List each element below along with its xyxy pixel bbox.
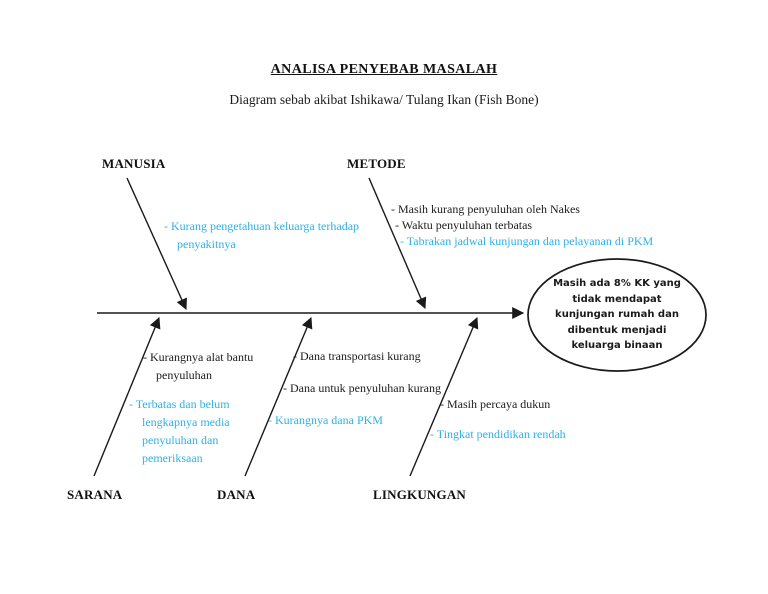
cause-text-line: penyuluhan dan [142,433,219,447]
metode-branch-line [368,177,427,310]
cause-dana-2: - Dana untuk penyuluhan kurang [283,379,441,397]
sarana-branch-line [93,316,161,477]
cause-text-line: penyakitnya [177,237,236,251]
category-label-manusia: MANUSIA [102,156,166,171]
effect-text-line: keluarga binaan [571,340,663,352]
cause-text-line: - Kurangnya alat bantu [143,350,254,364]
cause-metode-2: - Waktu penyuluhan terbatas [395,216,532,234]
effect-oval [527,258,707,372]
effect-text-line: dibentuk menjadi [567,324,667,336]
cause-sarana-1: - Kurangnya alat bantu penyuluhan [143,348,253,384]
category-label-dana: DANA [217,487,256,502]
category-label-sarana: SARANA [67,487,123,502]
cause-text-line: penyuluhan [156,368,212,382]
cause-metode-3: - Tabrakan jadwal kunjungan dan pelayana… [400,232,653,250]
page-title: ANALISA PENYEBAB MASALAH [270,62,498,77]
cause-text-line: lengkapnya media [142,415,230,429]
cause-text-line: - Kurangnya dana PKM [268,413,383,427]
cause-text-line: - Masih percaya dukun [440,397,551,411]
cause-text-line: - Tabrakan jadwal kunjungan dan pelayana… [400,234,654,248]
manusia-branch-line [126,177,187,311]
cause-text-line: - Terbatas dan belum [129,397,230,411]
effect-text-line: tidak mendapat [572,293,662,305]
page-subtitle: Diagram sebab akibat Ishikawa/ Tulang Ik… [229,92,539,107]
cause-text-line: - Waktu penyuluhan terbatas [395,218,533,232]
effect-text-line: Masih ada 8% KK yang [553,278,681,290]
cause-sarana-2: - Terbatas dan belum lengkapnya media pe… [129,395,230,467]
dana-branch-line [244,316,313,477]
effect-statement: Masih ada 8% KK yang tidak mendapat kunj… [528,259,706,371]
cause-text-line: - Tingkat pendidikan rendah [430,427,566,441]
lingkungan-branch-line [409,316,479,477]
category-label-metode: METODE [347,156,406,171]
cause-text-line: - Kurang pengetahuan keluarga terhadap [164,219,360,233]
cause-text-line: pemeriksaan [142,451,203,465]
cause-text-line: - Masih kurang penyuluhan oleh Nakes [391,202,580,216]
cause-dana-3: - Kurangnya dana PKM [268,411,383,429]
cause-metode-1: - Masih kurang penyuluhan oleh Nakes [391,200,580,218]
effect-text-line: kunjungan rumah dan [555,309,679,321]
category-label-lingkungan: LINGKUNGAN [373,487,467,502]
cause-dana-1: - Dana transportasi kurang [293,347,421,365]
cause-text-line: - Dana untuk penyuluhan kurang [283,381,441,395]
cause-text-line: - Dana transportasi kurang [293,349,421,363]
cause-lingkungan-2: - Tingkat pendidikan rendah [430,425,566,443]
cause-lingkungan-1: - Masih percaya dukun [440,395,550,413]
cause-manusia-1: - Kurang pengetahuan keluarga terhadap p… [164,217,359,253]
